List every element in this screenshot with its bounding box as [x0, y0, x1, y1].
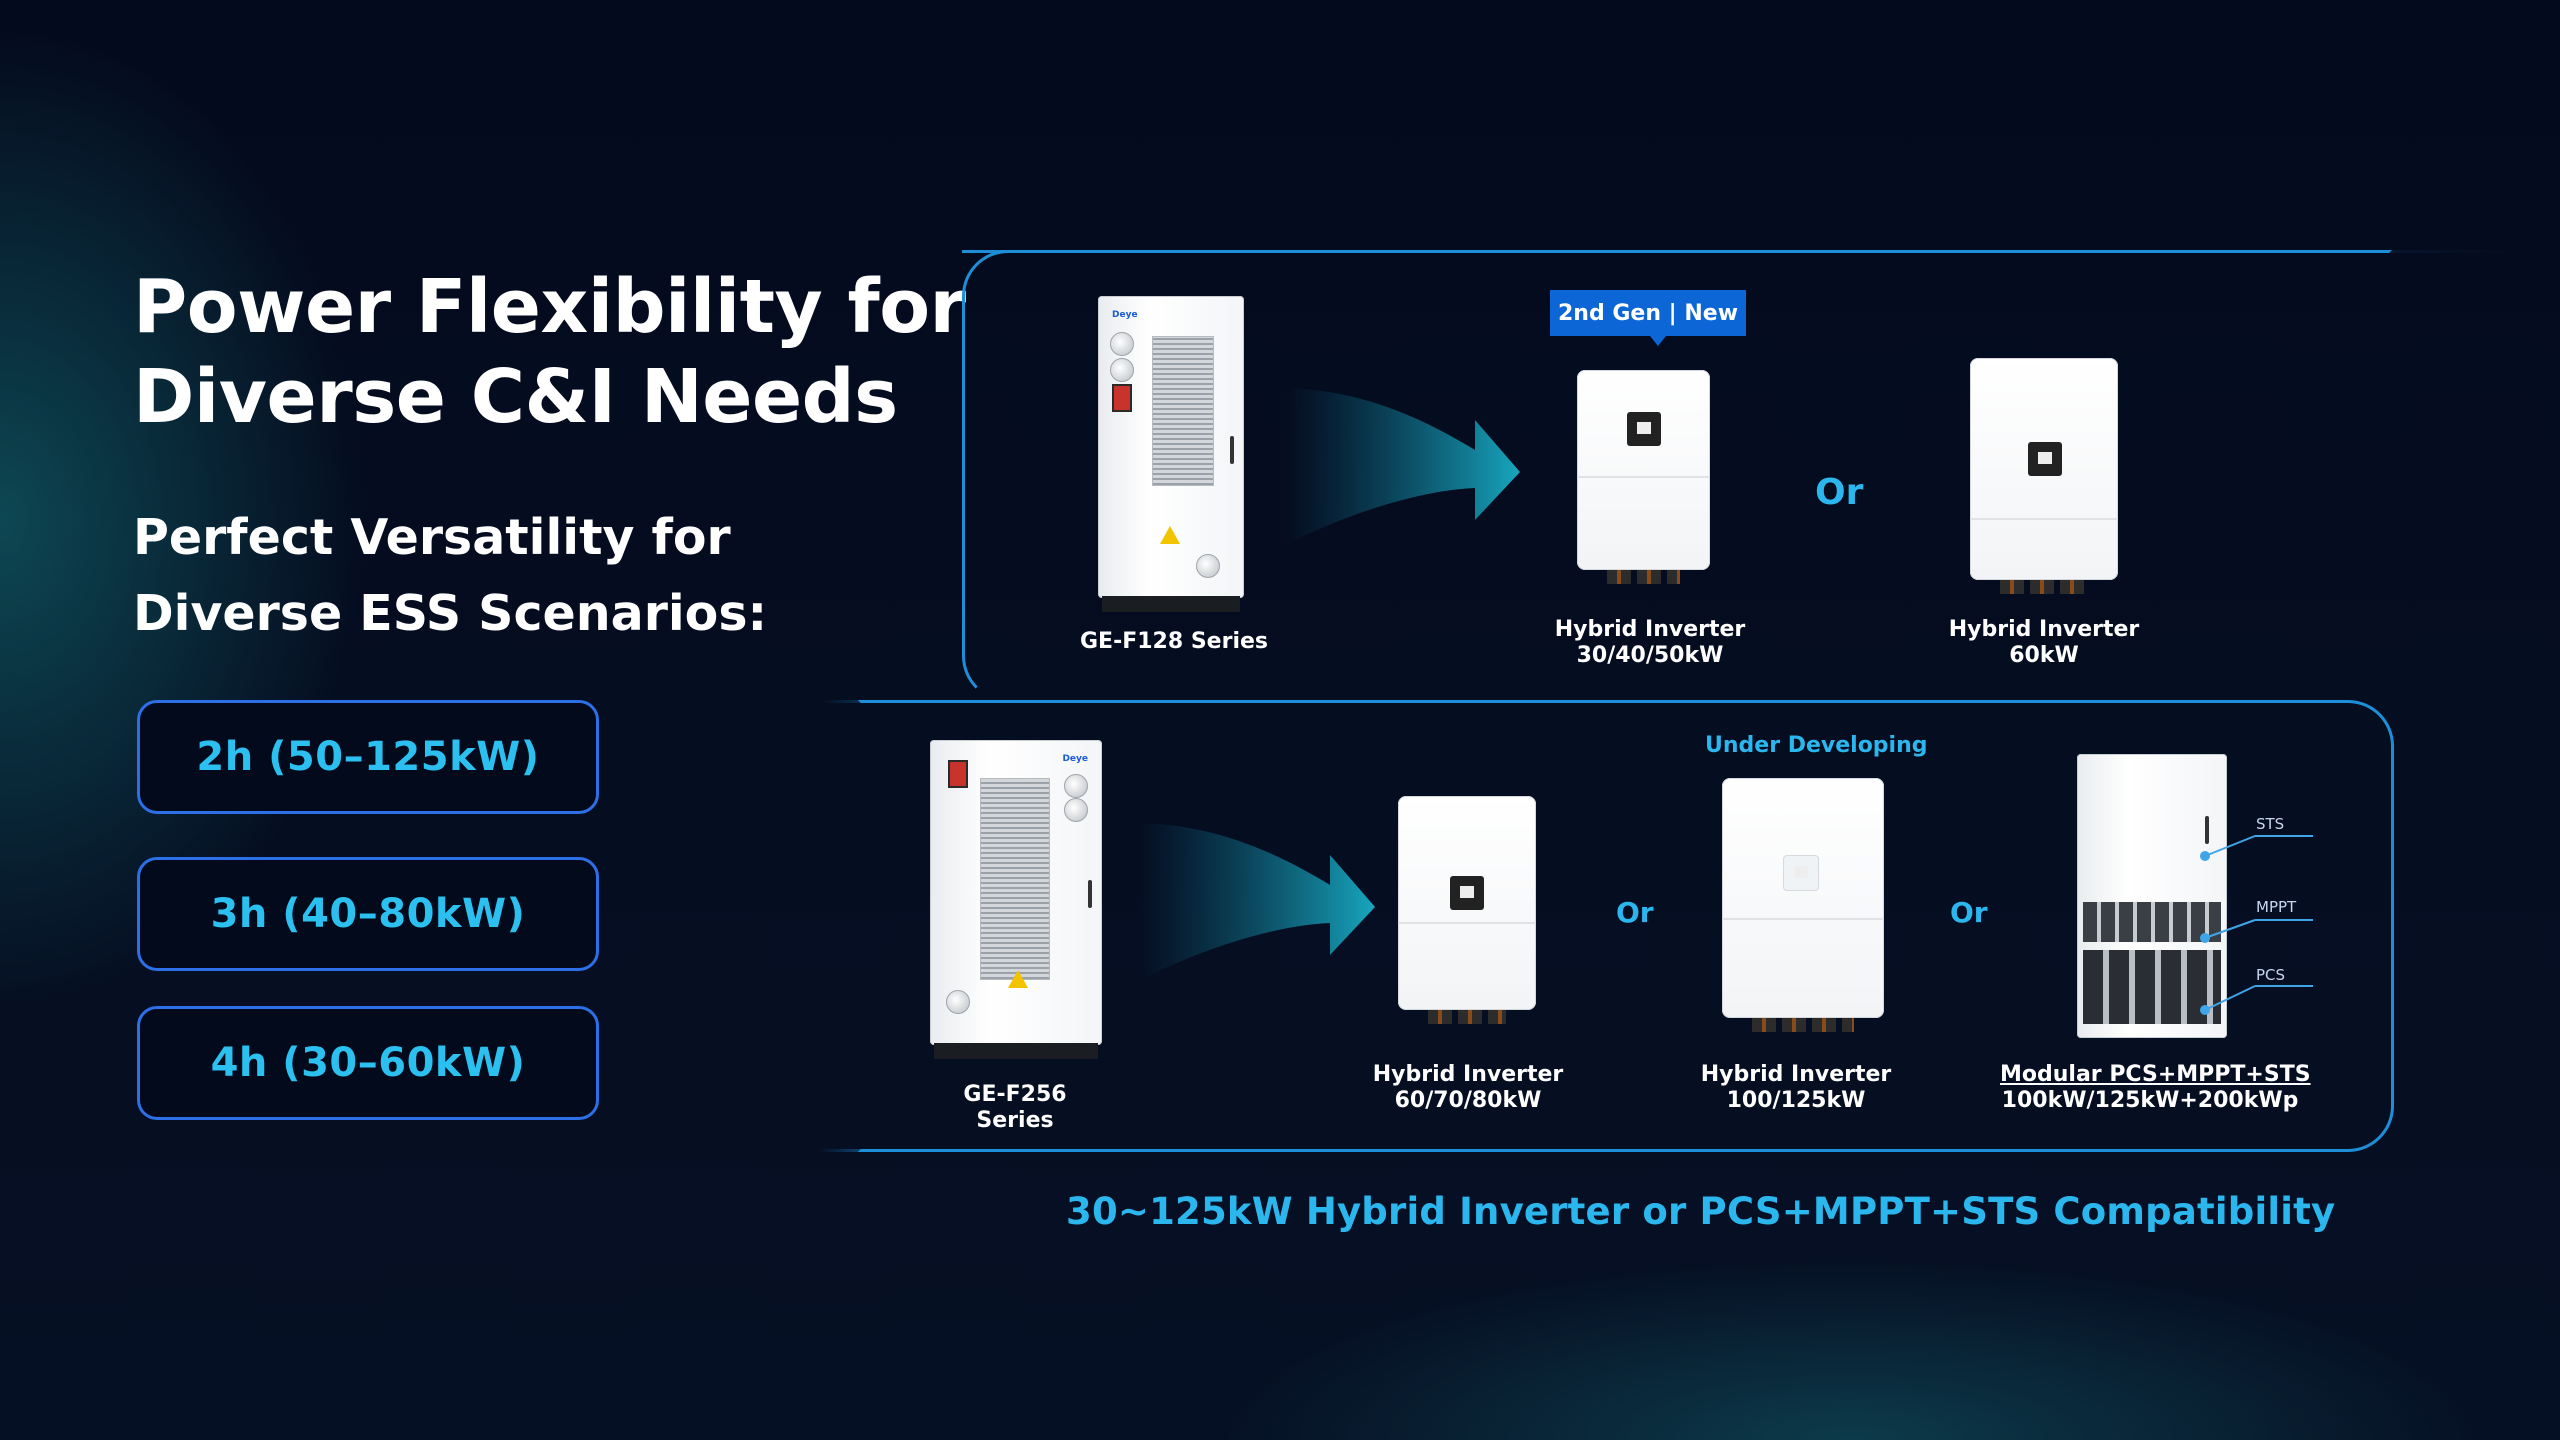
- cabinet-logo: Deye: [1112, 310, 1138, 320]
- scenario-3h: 3h (40–80kW): [137, 857, 599, 971]
- door-handle: [1088, 880, 1092, 908]
- pcs-module: [2083, 950, 2221, 1024]
- callout-text: PCS: [2256, 966, 2286, 984]
- cabinet-base: [934, 1043, 1098, 1059]
- callout-sts: STS: [2256, 815, 2284, 833]
- display-icon: [1627, 412, 1661, 446]
- arrow-right-icon: [1285, 380, 1525, 550]
- knob: [1064, 774, 1088, 798]
- or-text: Or: [1815, 472, 1864, 513]
- connectors: [1752, 1018, 1854, 1032]
- ge-f128-label: GE-F128 Series: [1080, 629, 1268, 655]
- under-developing-label: Under Developing: [1705, 733, 1928, 758]
- warning-icon: [1160, 526, 1180, 544]
- bottom-config-frame: [858, 700, 2394, 1152]
- knob: [1110, 332, 1134, 356]
- seam: [1970, 518, 2118, 520]
- knob: [1196, 554, 1220, 578]
- top-config-frame: [962, 250, 2509, 702]
- scenario-label: 3h (40–80kW): [210, 891, 526, 937]
- knob: [946, 990, 970, 1014]
- label-line: Modular PCS+MPPT+STS: [2000, 1062, 2311, 1087]
- badge-label: 2nd Gen | New: [1557, 300, 1739, 326]
- scenario-4h: 4h (30–60kW): [137, 1006, 599, 1120]
- vent-grille: [980, 778, 1050, 980]
- inverter-60-80kw: [1398, 796, 1536, 1024]
- mppt-module: [2083, 902, 2221, 942]
- callout-text: MPPT: [2256, 898, 2297, 916]
- label-line: Hybrid Inverter: [1554, 617, 1746, 642]
- warning-icon: [1008, 970, 1028, 988]
- callout-mppt: MPPT: [2256, 898, 2296, 916]
- subtitle-line-2: Diverse ESS Scenarios:: [133, 585, 768, 642]
- seam: [1722, 918, 1884, 920]
- inverter-100-125kw: [1722, 778, 1884, 1032]
- connectors: [1607, 570, 1680, 584]
- inverter-30-50kw: [1577, 370, 1710, 584]
- or-separator: Or: [1950, 896, 1988, 929]
- power-switch: [948, 760, 968, 788]
- scenario-label: 2h (50–125kW): [196, 734, 540, 780]
- seam: [1398, 922, 1536, 924]
- label-line: 60/70/80kW: [1394, 1088, 1542, 1113]
- knob: [1110, 358, 1134, 382]
- display-icon: [2028, 442, 2062, 476]
- scenario-2h: 2h (50–125kW): [137, 700, 599, 814]
- label-line: Hybrid Inverter: [1700, 1062, 1892, 1087]
- or-separator: Or: [1616, 896, 1654, 929]
- cabinet-logo: Deye: [1062, 754, 1088, 764]
- arrow-right-icon: [1140, 815, 1380, 985]
- display-icon: [1450, 876, 1484, 910]
- cabinet-base: [1102, 596, 1240, 612]
- display-icon: [1784, 856, 1818, 890]
- label-line: GE-F256: [963, 1082, 1067, 1107]
- ge-f256-label: GE-F256 Series: [920, 1082, 1110, 1134]
- label-line: 100/125kW: [1726, 1088, 1866, 1113]
- or-separator: Or: [1815, 472, 1863, 513]
- label-line: GE-F128 Series: [1080, 629, 1268, 654]
- inverter-60kw-label: Hybrid Inverter 60kW: [1934, 617, 2154, 669]
- ge-f256-cabinet: Deye: [930, 740, 1102, 1059]
- under-developing-text: Under Developing: [1705, 733, 1928, 758]
- scenario-label: 4h (30–60kW): [210, 1040, 526, 1086]
- vent-grille: [1152, 336, 1214, 486]
- inverter-30-50kw-label: Hybrid Inverter 30/40/50kW: [1540, 617, 1760, 669]
- title-line-2: Diverse C&I Needs: [133, 354, 898, 440]
- footer-text: 30~125kW Hybrid Inverter or PCS+MPPT+STS…: [1066, 1190, 2336, 1233]
- or-text: Or: [1950, 896, 1988, 929]
- label-line: 60kW: [2009, 643, 2079, 668]
- modular-pcs-label: Modular PCS+MPPT+STS 100kW/125kW+200kWp: [2000, 1062, 2311, 1114]
- connectors: [1428, 1010, 1506, 1024]
- title-line-1: Power Flexibility for: [133, 264, 966, 350]
- inverter-60kw: [1970, 358, 2118, 594]
- connectors: [2000, 580, 2088, 594]
- power-switch: [1112, 384, 1132, 412]
- inverter-100-125kw-label: Hybrid Inverter 100/125kW: [1686, 1062, 1906, 1114]
- callout-lines: [2200, 835, 2313, 1015]
- callout-text: STS: [2256, 815, 2285, 833]
- ge-f128-cabinet: Deye: [1098, 296, 1244, 612]
- new-gen-badge: 2nd Gen | New: [1550, 290, 1746, 346]
- seam: [1577, 476, 1710, 478]
- page-title: Power Flexibility for Diverse C&I Needs: [133, 262, 966, 442]
- label-line: 30/40/50kW: [1576, 643, 1724, 668]
- or-text: Or: [1616, 896, 1654, 929]
- knob: [1064, 798, 1088, 822]
- subtitle-line-1: Perfect Versatility for: [133, 509, 731, 566]
- door-handle: [1230, 436, 1234, 464]
- label-line: Hybrid Inverter: [1948, 617, 2140, 642]
- label-line: 100kW/125kW+200kWp: [2001, 1088, 2299, 1113]
- door-handle: [2205, 816, 2209, 844]
- divider-line: [820, 700, 980, 703]
- label-line: Hybrid Inverter: [1372, 1062, 1564, 1087]
- label-line: Series: [976, 1108, 1054, 1133]
- divider-line: [820, 1149, 920, 1152]
- compatibility-footer: 30~125kW Hybrid Inverter or PCS+MPPT+STS…: [1066, 1190, 2335, 1233]
- inverter-60-80kw-label: Hybrid Inverter 60/70/80kW: [1358, 1062, 1578, 1114]
- subtitle: Perfect Versatility for Diverse ESS Scen…: [133, 500, 767, 652]
- modular-pcs-cabinet: [2077, 754, 2227, 1038]
- callout-pcs: PCS: [2256, 966, 2285, 984]
